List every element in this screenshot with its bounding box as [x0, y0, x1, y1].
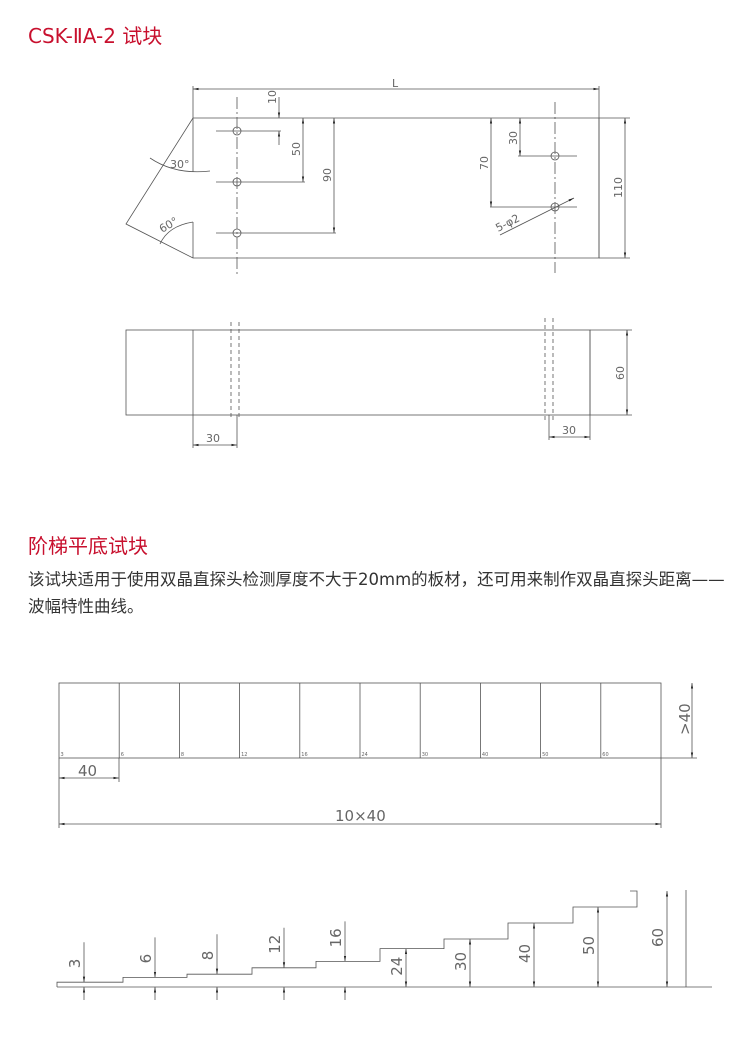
section-title-step-block: 阶梯平底试块: [28, 534, 148, 558]
height-label: 60: [649, 928, 667, 947]
height-label: 40: [516, 944, 534, 963]
step-label-plan: 50: [542, 752, 548, 758]
angle-60: 60°: [157, 215, 180, 236]
dim-30-left: 30: [206, 432, 220, 445]
height-label: 12: [266, 935, 284, 954]
dim-50: 50: [290, 142, 303, 156]
csk-side-view: 60 30 30: [125, 318, 632, 448]
dim-70: 70: [478, 156, 491, 170]
step-label-plan: 6: [121, 752, 124, 758]
height-label: 8: [199, 951, 217, 961]
step-label-plan: 40: [482, 752, 488, 758]
step-label-plan: 30: [422, 752, 428, 758]
dim-width: >40: [676, 703, 694, 735]
csk-top-view: L 10 50 90 70 30 110 30° 60° 5-φ2: [125, 77, 630, 276]
dim-30-right: 30: [562, 424, 576, 437]
dim-110: 110: [612, 177, 625, 198]
step-label-plan: 24: [362, 752, 368, 758]
dim-60: 60: [614, 366, 627, 380]
height-label: 16: [327, 928, 345, 947]
step-label-plan: 16: [301, 752, 307, 758]
dim-90: 90: [321, 168, 334, 182]
description-text: 该试块适用于使用双晶直探头检测厚度不大于20mm的板材，还可用来制作双晶直探头距…: [28, 570, 725, 616]
step-label-plan: 12: [241, 752, 247, 758]
height-label: 24: [388, 957, 406, 976]
dim-total: 10×40: [335, 807, 386, 825]
step-block-plan-view: >40 40 10×40 3 6 8 12 16 24 30 40 50 60: [58, 682, 697, 828]
step-label-plan: 3: [61, 752, 64, 758]
dim-step-40: 40: [78, 762, 97, 780]
height-label: 30: [452, 952, 470, 971]
step-block-profile-view: 3 6 8 12 16 24 30 40 50 60: [56, 890, 712, 1000]
step-label-plan: 60: [602, 752, 608, 758]
step-profile: [56, 890, 638, 987]
angle-30: 30°: [170, 158, 190, 171]
height-label: 3: [66, 959, 84, 969]
step-label-plan: 8: [181, 752, 184, 758]
dim-L: L: [392, 77, 399, 90]
dim-10: 10: [266, 90, 279, 104]
dim-30: 30: [507, 131, 520, 145]
section-title-csk: CSK-ⅡA-2 试块: [28, 24, 163, 48]
height-label: 50: [580, 936, 598, 955]
height-label: 6: [137, 954, 155, 964]
